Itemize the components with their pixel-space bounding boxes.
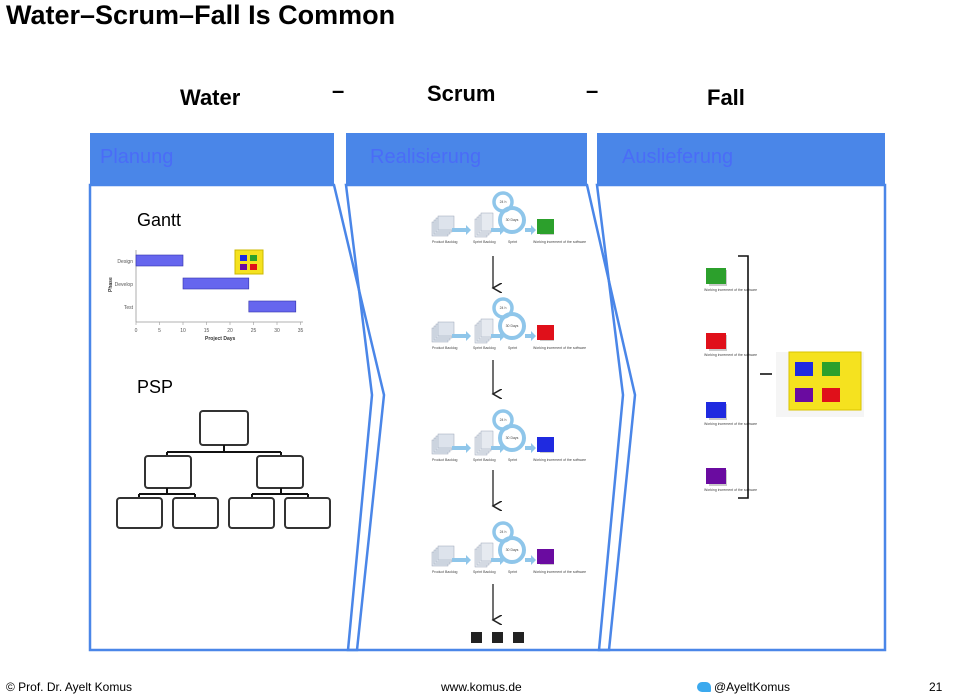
gantt-bar — [182, 277, 250, 290]
column-header-realisierung: Realisierung — [370, 146, 482, 168]
slide-title: Water–Scrum–Fall Is Common — [6, 0, 396, 30]
delivery-brackets — [738, 255, 772, 499]
final-product-sticky — [776, 351, 864, 417]
phase-fall: Fall — [707, 85, 745, 110]
sprint-label: Sprint — [508, 346, 517, 350]
gantt-task-label: Develop — [115, 282, 134, 288]
page-number: 21 — [929, 680, 943, 694]
sprint-daily-label: 24 h — [500, 530, 507, 534]
sprint-sprintbacklog-label: Sprint Backlog — [473, 570, 496, 574]
sprint-increment-label: Working increment of the software — [533, 240, 586, 244]
sprint-label: Sprint — [508, 240, 517, 244]
sprint-period-label: 30 Days — [506, 436, 519, 440]
sprint-label: Sprint — [508, 458, 517, 462]
sprint-backlog-label: Product Backlog — [432, 346, 458, 350]
gantt-task-label: Design — [117, 259, 133, 265]
delivered-increment: Working increment of the software — [704, 268, 757, 292]
gantt-tick-label: 25 — [251, 328, 257, 334]
sprint-backlog-label: Product Backlog — [432, 240, 458, 244]
footer-twitter[interactable]: @AyeltKomus — [697, 680, 790, 694]
sprint-period-label: 30 Days — [506, 548, 519, 552]
increment-cube — [537, 219, 554, 234]
sprint-sprintbacklog-label: Sprint Backlog — [473, 346, 496, 350]
column-header-auslieferung: Auslieferung — [622, 146, 734, 168]
increment-cube — [706, 333, 726, 349]
gantt-y-axis-title: Phase — [108, 277, 114, 292]
gantt-tick-label: 15 — [204, 328, 210, 334]
label-psp: PSP — [137, 377, 174, 397]
sprint-sprintbacklog-label: Sprint Backlog — [473, 240, 496, 244]
sprint-period-label: 30 Days — [506, 324, 519, 328]
increment-cube — [537, 549, 554, 564]
footer-author: © Prof. Dr. Ayelt Komus — [6, 680, 132, 694]
gantt-x-axis-title: Project Days — [205, 336, 236, 342]
gantt-tick-label: 0 — [135, 328, 138, 334]
psp-tree — [116, 410, 331, 529]
increment-cube — [706, 468, 726, 484]
column-planung — [88, 133, 386, 652]
sprint-backlog-label: Product Backlog — [432, 458, 458, 462]
sprint-daily-label: 24 h — [500, 306, 507, 310]
increment-cube — [706, 268, 726, 284]
gantt-tick-label: 5 — [158, 328, 161, 334]
footer-twitter-handle: @AyeltKomus — [714, 680, 790, 694]
increment-cube — [537, 325, 554, 340]
sprint-increment-label: Working increment of the software — [533, 346, 586, 350]
sprint-sprintbacklog-label: Sprint Backlog — [473, 458, 496, 462]
column-header-planung: Planung — [100, 146, 174, 168]
gantt-bar — [135, 254, 184, 267]
sprint-label: Sprint — [508, 570, 517, 574]
gantt-tick-label: 10 — [180, 328, 186, 334]
phase-water: Water — [180, 85, 241, 110]
delivered-increment: Working increment of the software — [704, 402, 757, 426]
footer-website[interactable]: www.komus.de — [441, 680, 522, 694]
gantt-bar — [248, 300, 297, 313]
gantt-task-label: Test — [124, 305, 134, 311]
sprint-increment-label: Working increment of the software — [533, 458, 586, 462]
sprint-backlog-label: Product Backlog — [432, 570, 458, 574]
phase-dash-1: – — [332, 78, 345, 103]
increment-label: Working increment of the software — [704, 353, 757, 357]
sprint-daily-label: 24 h — [500, 200, 507, 204]
sprint-increment-label: Working increment of the software — [533, 570, 586, 574]
gantt-tick-label: 20 — [227, 328, 233, 334]
increment-label: Working increment of the software — [704, 288, 757, 292]
column-auslieferung — [595, 133, 887, 652]
gantt-tick-label: 35 — [298, 328, 304, 334]
sprint-period-label: 30 Days — [506, 218, 519, 222]
gantt-tick-label: 30 — [274, 328, 280, 334]
delivered-increment: Working increment of the software — [704, 468, 757, 492]
ellipsis-squares — [471, 632, 524, 643]
increment-label: Working increment of the software — [704, 422, 757, 426]
twitter-bird-icon — [697, 682, 711, 692]
phase-scrum: Scrum — [427, 81, 496, 106]
delivered-increment: Working increment of the software — [704, 333, 757, 357]
sprint-daily-label: 24 h — [500, 418, 507, 422]
increment-label: Working increment of the software — [704, 488, 757, 492]
phase-dash-2: – — [586, 78, 599, 103]
delivery-increments: Working increment of the softwareWorking… — [704, 268, 757, 492]
increment-cube — [706, 402, 726, 418]
label-gantt: Gantt — [137, 210, 182, 230]
increment-cube — [537, 437, 554, 452]
